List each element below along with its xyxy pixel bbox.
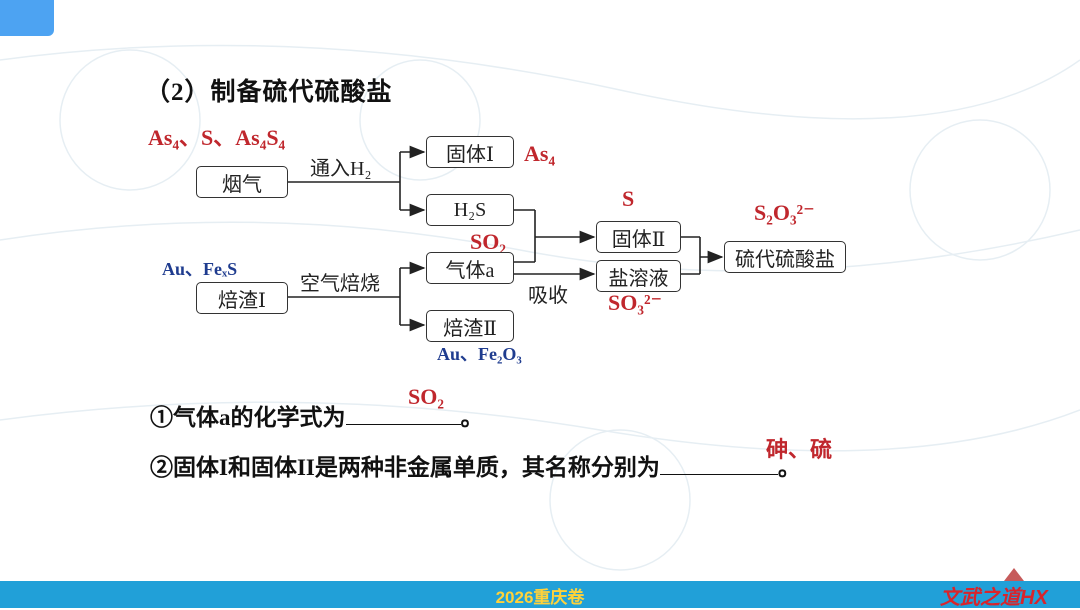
product-identity-note: S₂O₃²⁻	[754, 200, 815, 225]
gas-a-box: 气体a	[426, 252, 514, 284]
smoke-box: 烟气	[196, 166, 288, 198]
brand-logo: 文武之道HX	[940, 587, 1048, 609]
salt-solution-box: 盐溶液	[596, 260, 681, 292]
q1-blank	[345, 402, 461, 425]
product-box: 硫代硫酸盐	[724, 241, 846, 273]
salt-identity-note: SO₃²⁻	[608, 290, 663, 315]
slag2-box: 焙渣Ⅱ	[426, 310, 514, 342]
solid1-box: 固体Ⅰ	[426, 136, 514, 168]
solid2-box: 固体Ⅱ	[596, 221, 681, 253]
smoke-components-note: As₄、S、As₄S₄	[148, 125, 286, 150]
up-triangle-icon[interactable]	[1002, 566, 1026, 582]
absorb-label: 吸收	[528, 285, 568, 307]
q2-suffix: 。	[777, 455, 801, 480]
q2-prefix: ②固体I和固体II是两种非金属单质，其名称分别为	[150, 455, 660, 480]
solid1-identity-note: As₄	[524, 141, 556, 166]
q1-answer: SO₂	[408, 384, 444, 409]
question-2: ②固体I和固体II是两种非金属单质，其名称分别为 。	[150, 448, 801, 482]
question-1: ①气体a的化学式为 。	[150, 398, 484, 432]
q2-answer: 砷、硫	[766, 437, 833, 462]
footer-bar	[0, 581, 1080, 608]
slag2-components-note: Au、Fe₂O₃	[437, 344, 522, 364]
slag1-box: 焙渣Ⅰ	[196, 282, 288, 314]
air-roast-label: 空气焙烧	[300, 273, 380, 295]
gas-identity-note: SO₂	[470, 229, 506, 254]
q2-blank	[659, 452, 778, 475]
solid2-identity-note: S	[622, 186, 635, 211]
footer-center-text: 2026重庆卷	[495, 588, 585, 607]
page-title: （2）制备硫代硫酸盐	[145, 79, 393, 106]
slag-components-note: Au、FeₓS	[162, 259, 238, 279]
menu-button[interactable]	[0, 0, 54, 36]
h2s-box: H₂S	[426, 194, 514, 226]
q1-prefix: ①气体a的化学式为	[150, 405, 346, 430]
q1-suffix: 。	[460, 405, 484, 430]
pass-h2-label: 通入H₂	[310, 158, 372, 180]
